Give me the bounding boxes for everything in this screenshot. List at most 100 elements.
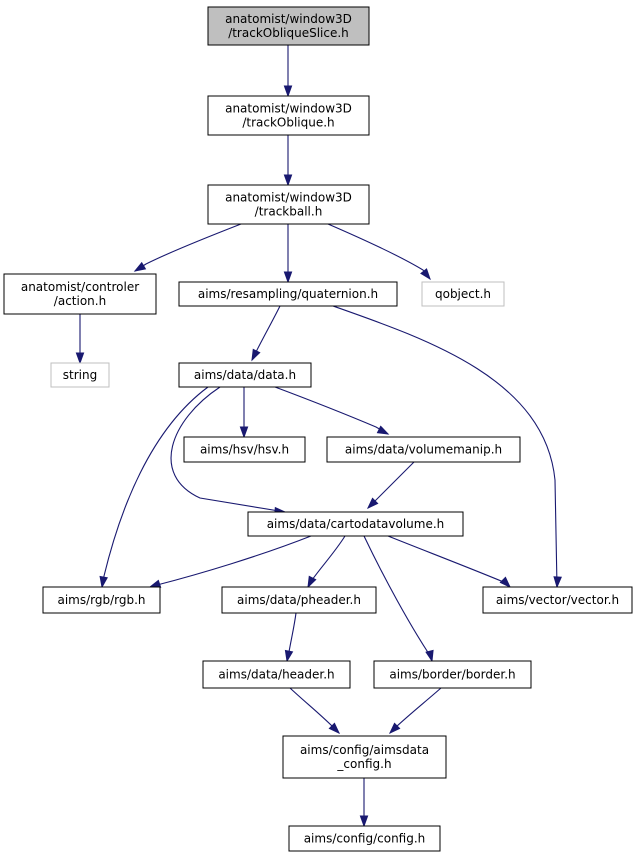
node-label: anatomist/controler <box>21 280 139 294</box>
node-trackball[interactable]: anatomist/window3D/trackball.h <box>207 184 370 225</box>
node-label: aims/data/data.h <box>194 368 296 382</box>
node-box <box>482 586 633 614</box>
edge-arrowhead <box>99 575 108 589</box>
edge-arrowhead <box>307 575 317 589</box>
node-header[interactable]: aims/data/header.h <box>202 660 351 689</box>
edge-trackball-to-action <box>133 223 242 272</box>
edge-trackball-to-quaternion <box>283 224 293 284</box>
edge-line <box>274 386 389 435</box>
node-label: aims/hsv/hsv.h <box>200 443 289 457</box>
edge-cartodatavolume-to-vector <box>387 535 512 589</box>
node-box <box>221 586 377 614</box>
node-config[interactable]: aims/config/config.h <box>288 825 441 852</box>
node-trackObliqueSlice: anatomist/window3D/trackObliqueSlice.h <box>207 6 370 46</box>
node-label: qobject.h <box>435 287 491 301</box>
node-label: /action.h <box>54 294 106 308</box>
edge-trackball-to-qobject <box>327 223 431 281</box>
node-box <box>421 281 505 307</box>
node-box <box>3 273 157 315</box>
edge-arrowhead <box>359 815 369 828</box>
node-box <box>50 362 110 388</box>
node-box <box>178 281 398 307</box>
node-label: aims/data/cartodatavolume.h <box>267 517 445 531</box>
node-label: aims/config/config.h <box>304 832 426 846</box>
node-box <box>207 6 370 46</box>
edge-action-to-string <box>75 313 85 365</box>
edge-arrowhead <box>148 579 162 588</box>
node-trackOblique[interactable]: anatomist/window3D/trackOblique.h <box>207 95 370 136</box>
node-pheader[interactable]: aims/data/pheader.h <box>221 586 377 614</box>
node-rgb[interactable]: aims/rgb/rgb.h <box>42 586 161 614</box>
node-box <box>288 825 441 852</box>
edge-data-to-volumemanip <box>274 386 390 435</box>
edge-volumemanip-to-cartodatavolume <box>366 461 415 510</box>
edge-line <box>101 386 209 588</box>
node-label: /trackball.h <box>255 205 323 219</box>
edge-data-to-rgb <box>99 386 209 589</box>
node-cartodatavolume[interactable]: aims/data/cartodatavolume.h <box>247 511 464 537</box>
edges-layer <box>75 45 562 828</box>
node-box <box>326 436 521 463</box>
node-label: aims/data/pheader.h <box>237 593 361 607</box>
edge-arrowhead <box>420 268 431 281</box>
node-box <box>183 436 306 463</box>
node-action[interactable]: anatomist/controler/action.h <box>3 273 157 315</box>
edge-quaternion-to-data <box>251 305 281 362</box>
edge-arrowhead <box>376 425 390 435</box>
edge-aimsdata_config-to-config <box>359 778 369 828</box>
node-string[interactable]: string <box>50 362 110 388</box>
node-label: aims/border/border.h <box>389 668 515 682</box>
edge-arrowhead <box>328 722 341 735</box>
edge-border-to-aimsdata_config <box>388 687 442 735</box>
node-hsv[interactable]: aims/hsv/hsv.h <box>183 436 306 463</box>
node-quaternion[interactable]: aims/resampling/quaternion.h <box>178 281 398 307</box>
node-label: _config.h <box>336 757 391 771</box>
node-box <box>282 735 447 779</box>
edge-quaternion-to-vector <box>332 305 562 589</box>
node-label: aims/resampling/quaternion.h <box>198 287 378 301</box>
edge-line <box>332 305 558 588</box>
edge-pheader-to-header <box>284 612 297 663</box>
edge-arrowhead <box>499 576 512 589</box>
edge-arrowhead <box>284 649 294 663</box>
node-label: aims/data/volumemanip.h <box>345 443 502 457</box>
node-label: /trackObliqueSlice.h <box>228 26 349 40</box>
edge-arrowhead <box>251 348 261 362</box>
edge-trackObliqueSlice-to-trackOblique <box>283 45 293 98</box>
node-label: anatomist/window3D <box>225 191 352 205</box>
edge-arrowhead <box>239 426 249 439</box>
node-label: aims/vector/vector.h <box>496 593 619 607</box>
node-label: aims/rgb/rgb.h <box>57 593 145 607</box>
edge-arrowhead <box>283 85 293 98</box>
node-box <box>373 660 532 689</box>
node-label: /trackOblique.h <box>242 116 334 130</box>
node-qobject[interactable]: qobject.h <box>421 281 505 307</box>
edge-line <box>363 535 433 662</box>
edge-cartodatavolume-to-border <box>363 535 434 663</box>
edge-data-to-hsv <box>239 387 249 439</box>
edge-trackOblique-to-trackball <box>283 135 293 187</box>
node-box <box>42 586 161 614</box>
edge-cartodatavolume-to-pheader <box>307 535 346 589</box>
edge-line <box>134 223 242 272</box>
edge-line <box>327 223 431 280</box>
edge-arrowhead <box>283 271 293 284</box>
edge-line <box>367 461 415 509</box>
node-label: string <box>63 368 97 382</box>
node-label: anatomist/window3D <box>225 12 352 26</box>
node-data[interactable]: aims/data/data.h <box>178 362 312 388</box>
edge-arrowhead <box>388 722 401 735</box>
node-box <box>202 660 351 689</box>
node-box <box>207 95 370 136</box>
edge-arrowhead <box>283 174 293 187</box>
node-volumemanip[interactable]: aims/data/volumemanip.h <box>326 436 521 463</box>
edge-line <box>387 535 511 588</box>
node-border[interactable]: aims/border/border.h <box>373 660 532 689</box>
node-label: anatomist/window3D <box>225 102 352 116</box>
nodes-layer: anatomist/window3D/trackObliqueSlice.han… <box>3 6 633 852</box>
node-vector[interactable]: aims/vector/vector.h <box>482 586 633 614</box>
node-box <box>207 184 370 225</box>
node-aimsdata_config[interactable]: aims/config/aimsdata_config.h <box>282 735 447 779</box>
edge-line <box>170 386 286 513</box>
